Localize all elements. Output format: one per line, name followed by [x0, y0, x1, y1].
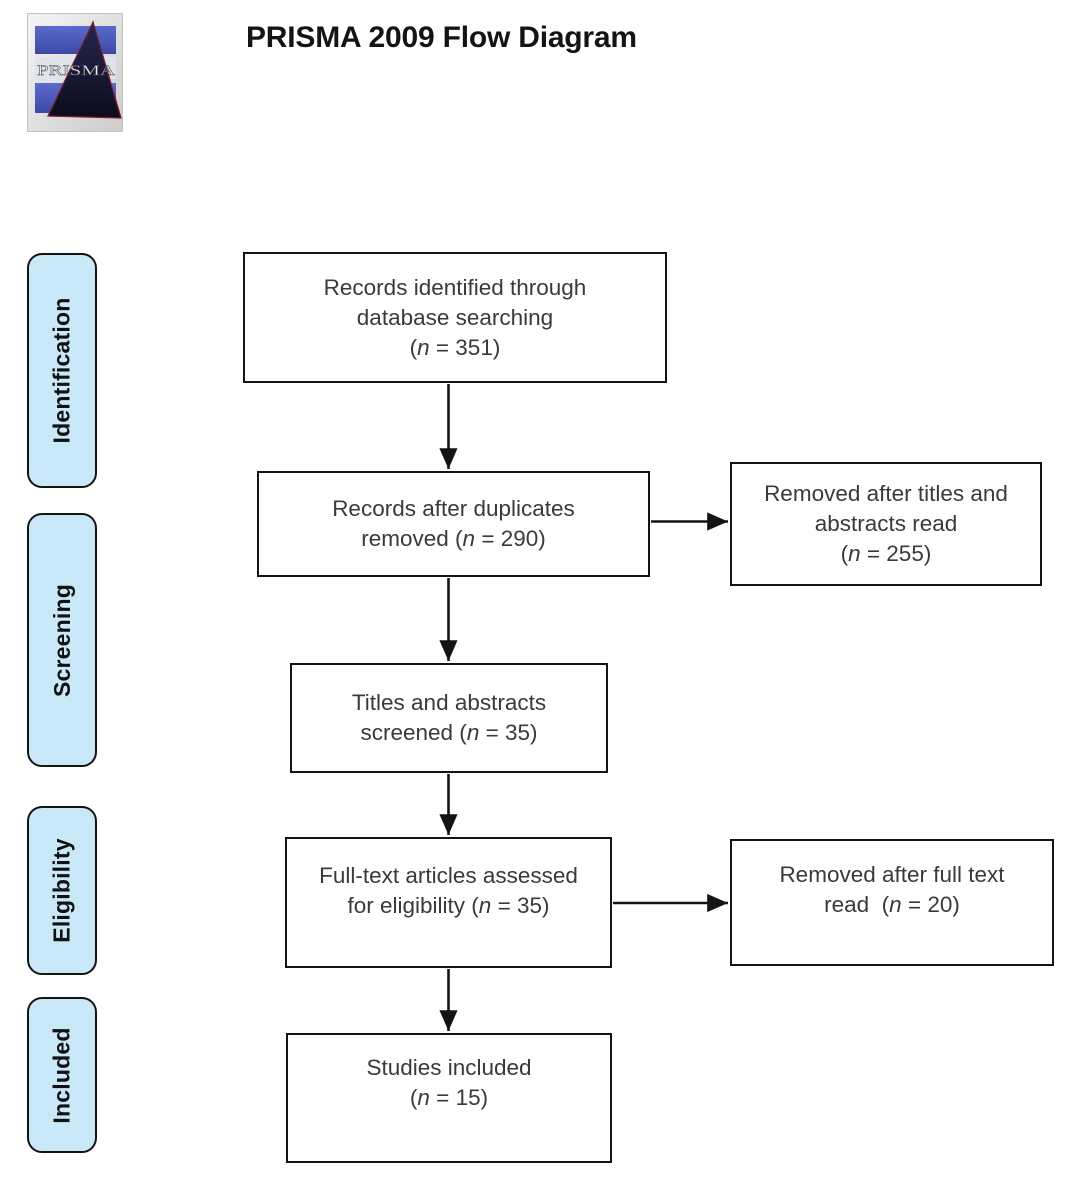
stage-eligibility: Eligibility — [27, 806, 97, 975]
stage-eligibility-label: Eligibility — [48, 838, 75, 943]
stage-screening: Screening — [27, 513, 97, 767]
logo-triangle — [46, 20, 122, 119]
stage-identification: Identification — [27, 253, 97, 488]
prisma-logo-image: PRISMA — [27, 13, 123, 132]
page-title: PRISMA 2009 Flow Diagram — [246, 21, 637, 54]
stage-identification-label: Identification — [48, 297, 75, 444]
prisma-logo: PRISMA — [27, 13, 123, 132]
stage-included: Included — [27, 997, 97, 1153]
prisma-logo-text: PRISMA — [37, 63, 115, 79]
stage-screening-label: Screening — [48, 583, 75, 697]
logo-top-bar — [35, 26, 116, 54]
stage-included-label: Included — [48, 1026, 75, 1124]
box-studies-included: Studies included(n = 15) — [286, 1033, 612, 1163]
